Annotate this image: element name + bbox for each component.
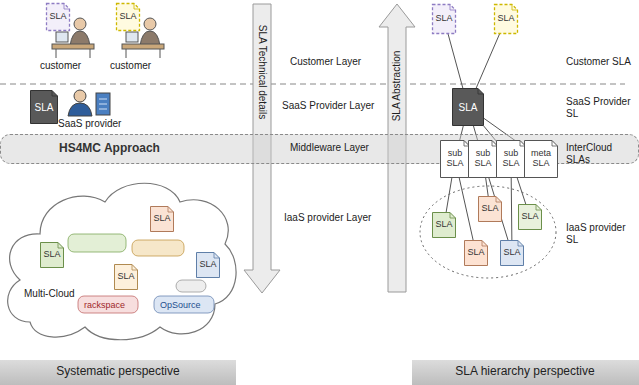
- sla-document: SLA: [432, 212, 456, 238]
- node-text: SLA: [153, 214, 170, 224]
- provider-logo: [154, 296, 214, 313]
- node-text: Multi-Cloud: [24, 288, 75, 299]
- sla-document: SLA: [432, 4, 456, 34]
- node-text: SLA: [35, 102, 54, 113]
- sla-document: SLA: [114, 264, 138, 290]
- arrow-label: SLA Abstraction: [391, 51, 403, 122]
- sla-document: sub SLA: [496, 140, 526, 178]
- node-text: SLA: [497, 14, 514, 24]
- node-text: meta SLA: [524, 149, 558, 169]
- node-text: SLA: [117, 272, 134, 282]
- provider-logo: [78, 296, 138, 313]
- text-label: SLA hierarchy perspective: [455, 365, 594, 379]
- hierarchy-link: [448, 34, 463, 88]
- sla-level-label: SaaS Provider SL: [566, 96, 636, 119]
- hierarchy-link: [476, 34, 499, 88]
- multi-cloud: Multi-Cloud SLA SLA SLA SLA: [0, 172, 240, 345]
- sla-document: SLA: [500, 240, 524, 266]
- node-text: HS4MC Approach: [59, 142, 160, 155]
- node-text: sub SLA: [468, 149, 498, 169]
- text-label: customer: [110, 60, 151, 72]
- node-text: sub SLA: [440, 149, 470, 169]
- node-text: SLA: [521, 212, 538, 222]
- sla-level-label: Customer SLA: [566, 56, 636, 68]
- provider-logo: [176, 280, 206, 292]
- arrow-label: SLA Technical details: [256, 25, 268, 119]
- text-label: rackspace: [84, 300, 125, 310]
- sla-document: SLA: [196, 252, 220, 278]
- text-label: Systematic perspective: [56, 365, 179, 379]
- provider-logo: [68, 234, 126, 252]
- sla-document: SLA: [478, 196, 502, 222]
- hierarchy-link: [459, 178, 473, 240]
- sla-document: sub SLA: [440, 140, 470, 178]
- sla-level-label: IaaS provider SL: [566, 222, 636, 245]
- hierarchy-link: [511, 178, 513, 240]
- node-text: SLA: [459, 102, 478, 113]
- sla-document: meta SLA: [524, 140, 558, 178]
- sla-document: SLA: [40, 242, 64, 268]
- caption-bar: [412, 360, 639, 385]
- text-label: IaaS provider Layer: [284, 212, 371, 224]
- layer-divider: [0, 84, 625, 85]
- sla-document: SLA: [116, 3, 140, 31]
- sla-document: sub SLA: [468, 140, 498, 178]
- node-text: SLA: [199, 260, 216, 270]
- sla-document: SLA: [150, 206, 174, 232]
- sla-document: SLA: [452, 88, 484, 126]
- hierarchy-link: [486, 178, 489, 196]
- sla-document: SLA: [494, 4, 518, 34]
- node-text: SLA: [49, 12, 66, 22]
- provider-logo: [132, 240, 184, 256]
- text-label: Middleware Layer: [290, 142, 369, 154]
- node-text: SLA: [435, 220, 452, 230]
- text-label: customer: [40, 60, 81, 72]
- node-text: SLA: [435, 14, 452, 24]
- text-label: SaaS provider: [58, 118, 121, 130]
- text-label: SaaS Provider Layer: [282, 100, 374, 112]
- hierarchy-link: [517, 178, 526, 204]
- sla-document: SLA: [46, 3, 70, 31]
- text-label: OpSource: [160, 300, 201, 310]
- node-text: SLA: [467, 248, 484, 258]
- node-text: SLA: [43, 250, 60, 260]
- caption-bar: [0, 360, 236, 385]
- sla-level-label: InterCloud SLAs: [566, 142, 636, 165]
- node-text: SLA: [119, 12, 136, 22]
- sla-document: SLA: [464, 240, 488, 266]
- node-text: SLA: [481, 204, 498, 214]
- text-label: Customer Layer: [290, 56, 361, 68]
- node-text: SLA: [503, 248, 520, 258]
- provider-figure: [68, 90, 110, 116]
- node-text: sub SLA: [496, 149, 526, 169]
- sla-document: SLA: [30, 90, 58, 124]
- sla-document: SLA: [518, 204, 542, 230]
- hierarchy-link: [446, 178, 452, 212]
- iaas-group-outline: [420, 186, 556, 278]
